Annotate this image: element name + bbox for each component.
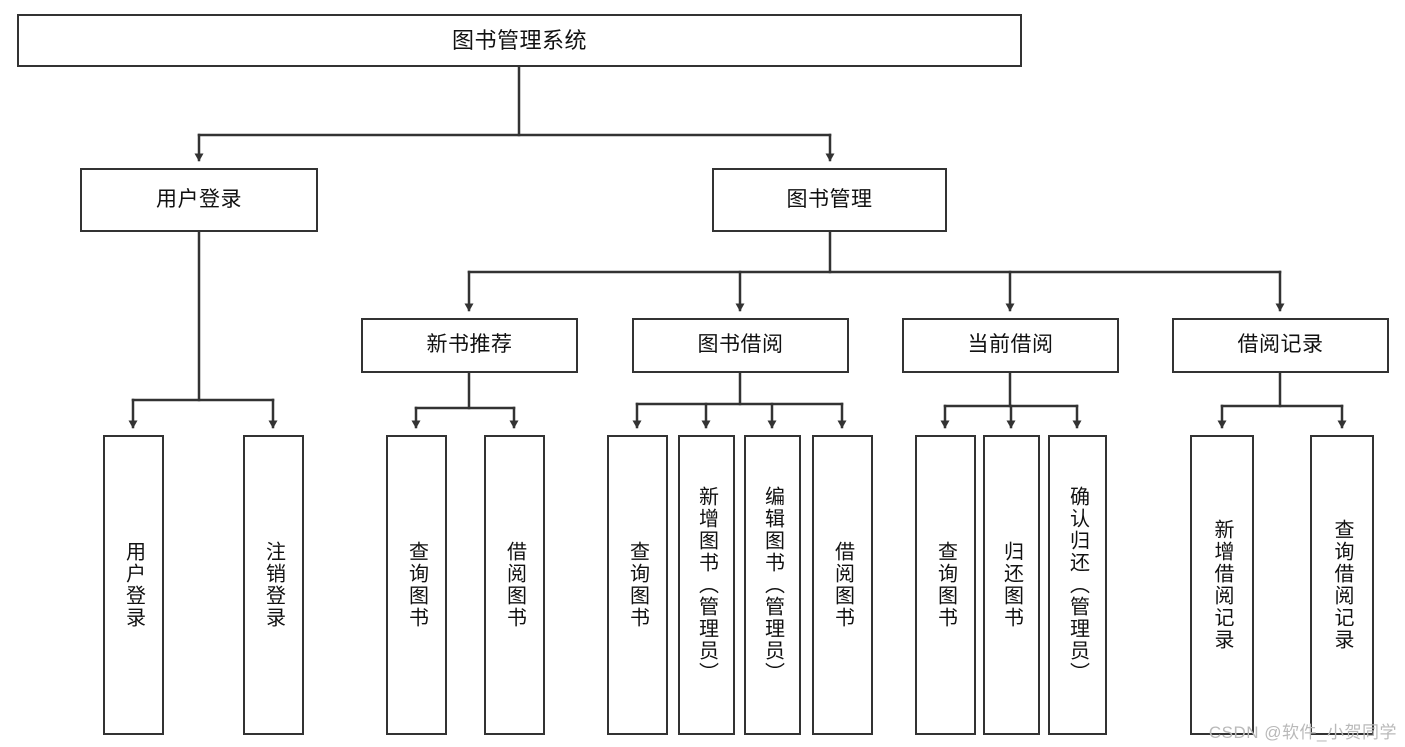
node-leaf-query-book-current-label: 查询图书 xyxy=(934,541,957,629)
node-leaf-add-book-admin-label: 新增图书（管理员） xyxy=(695,486,718,684)
node-current-borrow-label: 当前借阅 xyxy=(967,333,1054,357)
node-new-book-rec-label: 新书推荐 xyxy=(426,333,513,357)
node-borrow-record-label: 借阅记录 xyxy=(1237,333,1324,357)
node-root[interactable]: 图书管理系统 xyxy=(17,14,1022,67)
node-book-borrow-label: 图书借阅 xyxy=(697,333,784,357)
node-leaf-query-book-borrow[interactable]: 查询图书 xyxy=(607,435,668,735)
node-user-login[interactable]: 用户登录 xyxy=(80,168,318,232)
node-leaf-query-book-new[interactable]: 查询图书 xyxy=(386,435,447,735)
node-root-label: 图书管理系统 xyxy=(451,27,587,53)
node-leaf-edit-book-admin-label: 编辑图书（管理员） xyxy=(761,486,784,684)
node-leaf-add-borrow-record[interactable]: 新增借阅记录 xyxy=(1190,435,1254,735)
node-leaf-user-login-label: 用户登录 xyxy=(122,541,145,629)
node-leaf-query-book-borrow-label: 查询图书 xyxy=(626,541,649,629)
node-leaf-query-book-new-label: 查询图书 xyxy=(405,541,428,629)
node-leaf-user-logout-label: 注销登录 xyxy=(262,541,285,629)
node-leaf-confirm-return-admin-label: 确认归还（管理员） xyxy=(1066,486,1089,684)
node-leaf-borrow-book[interactable]: 借阅图书 xyxy=(812,435,873,735)
node-current-borrow[interactable]: 当前借阅 xyxy=(902,318,1119,373)
node-leaf-add-book-admin[interactable]: 新增图书（管理员） xyxy=(678,435,735,735)
node-leaf-add-borrow-record-label: 新增借阅记录 xyxy=(1211,519,1233,651)
node-leaf-user-logout[interactable]: 注销登录 xyxy=(243,435,304,735)
node-user-login-label: 用户登录 xyxy=(156,187,242,211)
node-leaf-query-borrow-record-label: 查询借阅记录 xyxy=(1331,519,1353,651)
node-leaf-query-book-current[interactable]: 查询图书 xyxy=(915,435,976,735)
node-leaf-user-login[interactable]: 用户登录 xyxy=(103,435,164,735)
node-leaf-borrow-book-label: 借阅图书 xyxy=(831,541,854,629)
node-leaf-confirm-return-admin[interactable]: 确认归还（管理员） xyxy=(1048,435,1107,735)
node-leaf-borrow-book-new[interactable]: 借阅图书 xyxy=(484,435,545,735)
node-leaf-return-book[interactable]: 归还图书 xyxy=(983,435,1040,735)
node-book-manage-label: 图书管理 xyxy=(786,187,873,211)
node-new-book-rec[interactable]: 新书推荐 xyxy=(361,318,578,373)
node-leaf-borrow-book-new-label: 借阅图书 xyxy=(503,541,526,629)
node-leaf-return-book-label: 归还图书 xyxy=(1000,541,1023,629)
node-borrow-record[interactable]: 借阅记录 xyxy=(1172,318,1389,373)
node-leaf-query-borrow-record[interactable]: 查询借阅记录 xyxy=(1310,435,1374,735)
node-book-manage[interactable]: 图书管理 xyxy=(712,168,947,232)
node-leaf-edit-book-admin[interactable]: 编辑图书（管理员） xyxy=(744,435,801,735)
node-book-borrow[interactable]: 图书借阅 xyxy=(632,318,849,373)
